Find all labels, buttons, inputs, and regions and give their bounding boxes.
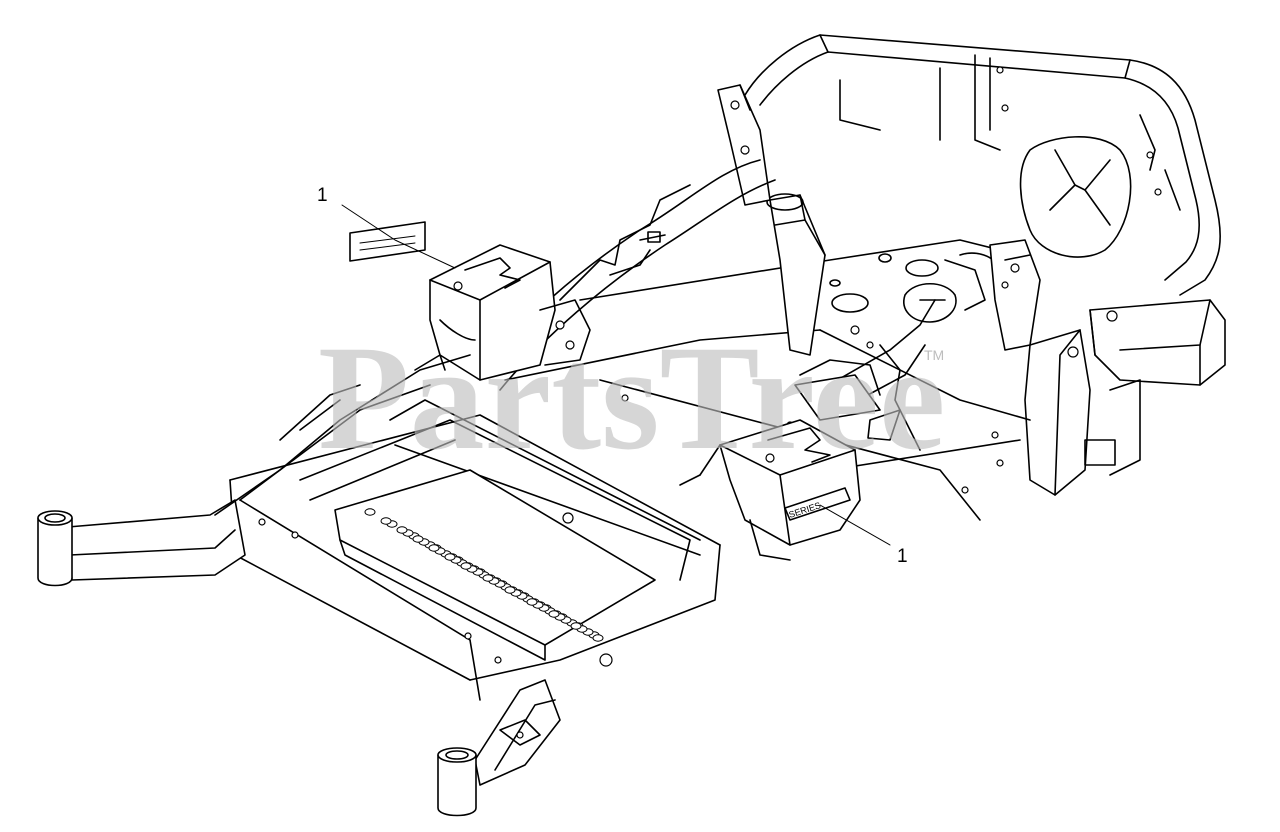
- watermark-text: PartsTree: [318, 315, 945, 481]
- callout-label-1: 1: [317, 185, 328, 206]
- front-left-caster-arm: [37, 499, 246, 587]
- front-right-caster-arm: [437, 679, 561, 817]
- spindle-mount: [903, 252, 1001, 323]
- steering-tower-right: [989, 239, 1041, 351]
- foot-plate: [334, 469, 656, 661]
- rear-frame-loop: [744, 34, 1221, 296]
- dimple: [526, 598, 538, 606]
- fan-cutout: [1019, 136, 1132, 258]
- dimple: [482, 574, 494, 582]
- watermark-trademark: TM: [924, 347, 944, 363]
- dimple: [428, 544, 440, 552]
- steering-tower-left: [717, 84, 826, 356]
- left-outer-rail: [214, 354, 471, 516]
- dimple: [444, 553, 456, 561]
- dimple: [592, 634, 604, 642]
- dimple: [460, 562, 472, 570]
- callout-leaders: [341, 204, 891, 546]
- dimple: [570, 622, 582, 630]
- dimple: [380, 517, 392, 525]
- dimple: [504, 586, 516, 594]
- decal-left: [349, 221, 426, 262]
- callout-leader-1: [341, 204, 456, 269]
- left-fender-box: [429, 244, 591, 381]
- dimple: [412, 535, 424, 543]
- foot-plate-dimples: [364, 508, 604, 642]
- callout-label-2: 1: [897, 546, 908, 567]
- right-fender-box: [679, 419, 861, 561]
- right-inner-rail: [794, 299, 936, 451]
- dimple: [548, 610, 560, 618]
- callout-leader-2: [819, 504, 891, 546]
- dimple: [364, 508, 376, 516]
- dimple: [396, 526, 408, 534]
- rear-bumper: [1024, 299, 1226, 496]
